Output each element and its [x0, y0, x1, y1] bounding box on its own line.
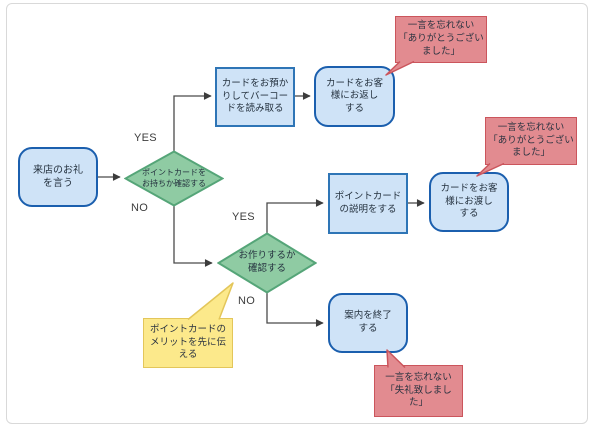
node-check-has-card-label: ポイントカードを お持ちか確認する [142, 167, 206, 188]
callout-thanks-top-text: 一言を忘れない 「ありがとうござい ました」 [398, 20, 484, 57]
branch-label-yes-1: YES [134, 132, 157, 144]
callout-thanks-top: 一言を忘れない 「ありがとうござい ました」 [395, 16, 487, 63]
node-start: 来店のお礼 を言う [18, 147, 98, 207]
diamond-shape [217, 232, 317, 294]
node-check-has-card: ポイントカードを お持ちか確認する [124, 150, 224, 207]
node-check-make-card: お作りするか 確認する [217, 232, 317, 294]
node-start-label: 来店のお礼 を言う [33, 164, 83, 189]
callout-merit-tip: ポイントカードの メリットを先に伝 える [143, 318, 233, 368]
branch-label-no-1: NO [131, 202, 149, 214]
branch-label-yes-2: YES [232, 211, 255, 223]
callout-sorry-bottom: 一言を忘れない 「失礼致しまし た」 [374, 365, 463, 417]
callout-thanks-mid: 一言を忘れない 「ありがとうござい ました」 [485, 117, 577, 165]
diamond-shape [124, 150, 224, 207]
node-explain-card: ポイントカード の説明をする [328, 173, 408, 234]
node-check-make-card-label: お作りするか 確認する [238, 250, 296, 274]
callout-sorry-bottom-text: 一言を忘れない 「失礼致しまし た」 [385, 371, 452, 409]
node-explain-card-label: ポイントカード の説明をする [334, 190, 402, 215]
node-scan-barcode-label: カードをお預か りしてバーコー ドを読み取る [221, 78, 289, 115]
node-return-card: カードをお客 様にお返し する [314, 66, 395, 127]
callout-thanks-mid-text: 一言を忘れない 「ありがとうござい ました」 [488, 121, 574, 159]
node-end-guidance: 案内を終了 する [328, 293, 408, 353]
branch-label-no-2: NO [238, 295, 256, 307]
node-end-guidance-label: 案内を終了 する [344, 310, 392, 334]
callout-merit-tip-text: ポイントカードの メリットを先に伝 える [149, 323, 226, 361]
node-scan-barcode: カードをお預か りしてバーコー ドを読み取る [215, 67, 295, 127]
node-hand-card-label: カードをお客 様にお渡し する [440, 183, 498, 220]
node-hand-card: カードをお客 様にお渡し する [429, 172, 509, 232]
node-return-card-label: カードをお客 様にお返し する [325, 77, 383, 114]
